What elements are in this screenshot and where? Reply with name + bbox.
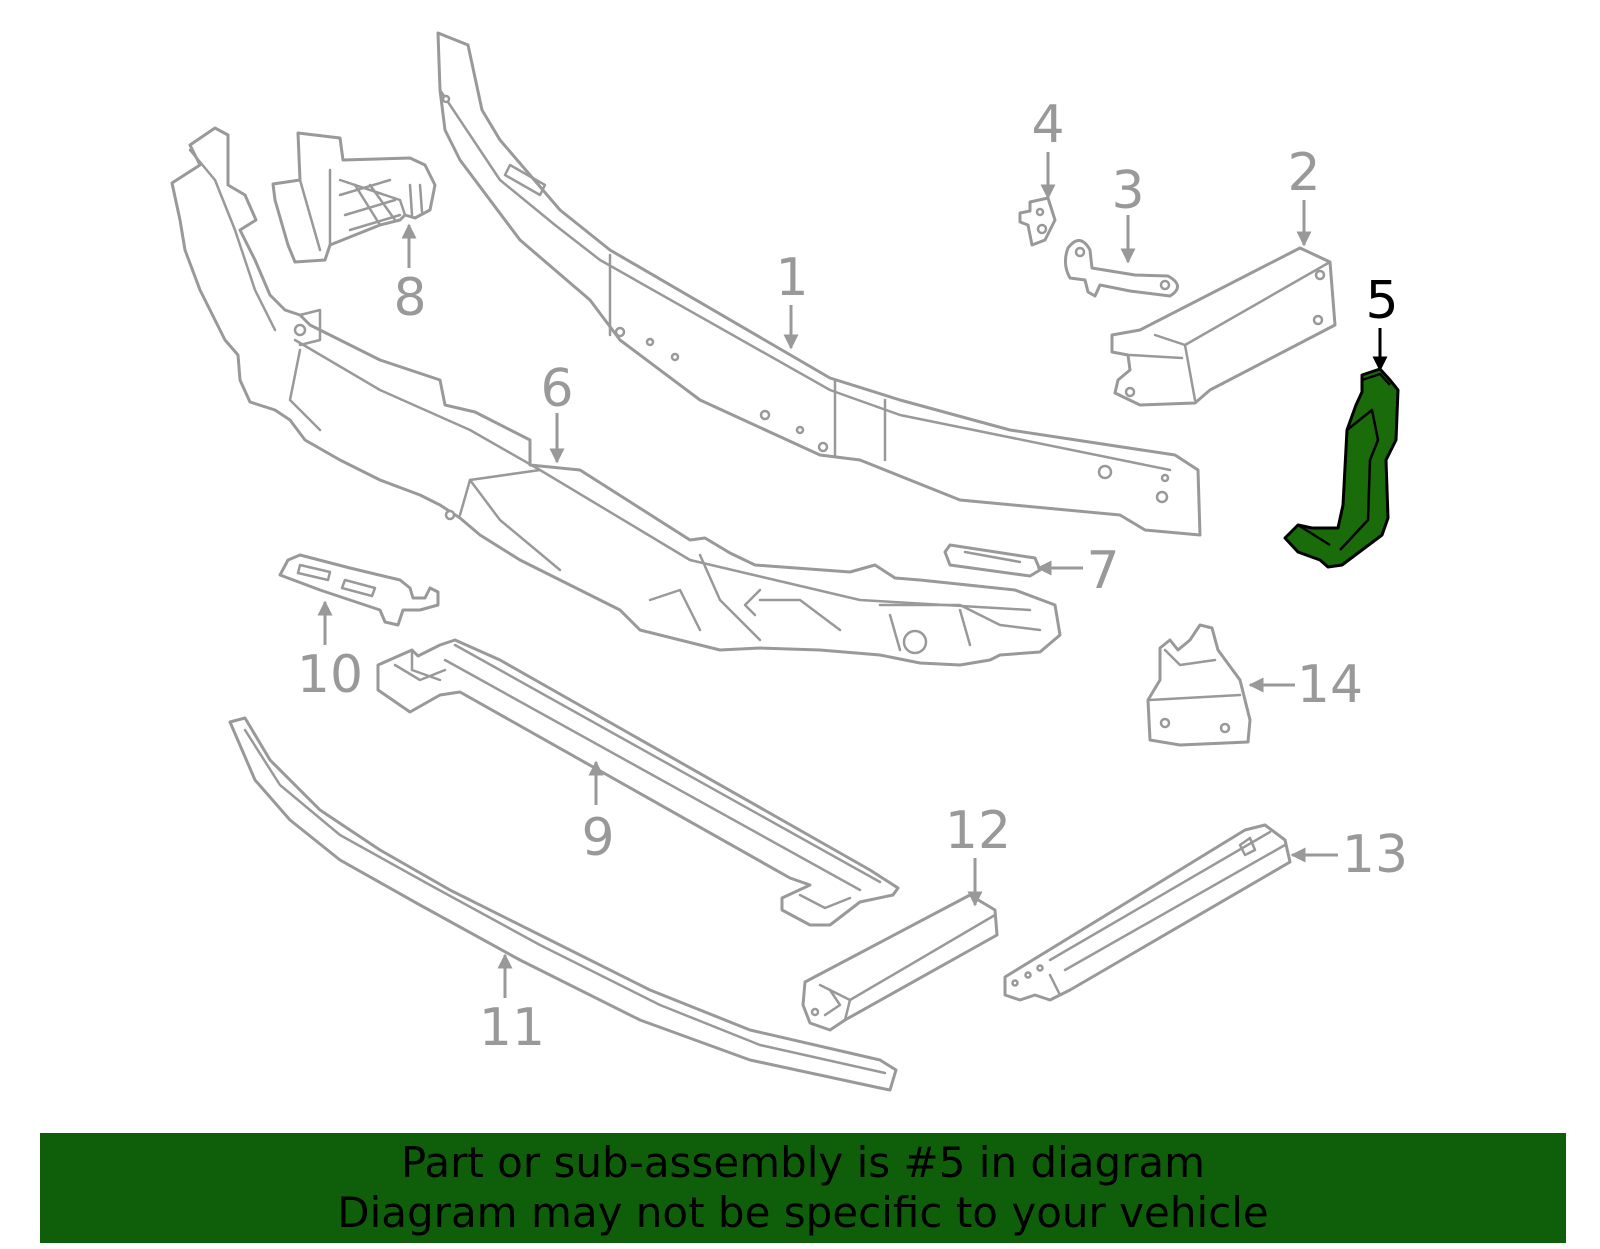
callout-7[interactable]: 7 — [1086, 541, 1119, 601]
callout-4[interactable]: 4 — [1031, 95, 1064, 155]
part-2-right-bracket[interactable] — [1110, 246, 1337, 407]
callout-12[interactable]: 12 — [945, 801, 1011, 861]
part-4-clip[interactable] — [1018, 196, 1057, 247]
callout-14[interactable]: 14 — [1297, 655, 1363, 715]
callout-1[interactable]: 1 — [775, 248, 808, 308]
callout-13[interactable]: 13 — [1342, 825, 1408, 885]
part-11-curved-strip[interactable] — [228, 716, 898, 1092]
part-13-right-member[interactable] — [1003, 823, 1292, 1002]
part-6-bumper-carrier[interactable] — [170, 126, 1062, 667]
callout-3[interactable]: 3 — [1111, 161, 1144, 221]
callout-labels: 1 2 3 4 5 6 7 8 9 10 11 12 13 14 — [297, 95, 1408, 1058]
part-9-cross-member[interactable] — [376, 638, 900, 927]
part-3-plate-bracket[interactable] — [1063, 239, 1179, 298]
banner-line-1: Part or sub-assembly is #5 in diagram — [400, 1138, 1206, 1187]
callout-9[interactable]: 9 — [581, 808, 614, 868]
callout-6[interactable]: 6 — [540, 359, 573, 419]
callout-2[interactable]: 2 — [1287, 143, 1320, 203]
part-7-pad[interactable] — [943, 543, 1042, 578]
banner-line-2: Diagram may not be specific to your vehi… — [337, 1188, 1269, 1237]
part-1-upper-beam[interactable] — [436, 31, 1202, 537]
part-14-right-lower-bracket[interactable] — [1146, 623, 1252, 747]
callout-10[interactable]: 10 — [297, 645, 363, 705]
part-5-highlighted-bracket[interactable] — [1283, 367, 1400, 569]
part-8-upper-left-bracket[interactable] — [271, 131, 437, 264]
part-10-left-bracket[interactable] — [278, 553, 440, 627]
callout-8[interactable]: 8 — [393, 268, 426, 328]
info-banner: Part or sub-assembly is #5 in diagram Di… — [40, 1133, 1566, 1243]
callout-5[interactable]: 5 — [1365, 271, 1398, 331]
callout-11[interactable]: 11 — [479, 998, 545, 1058]
callout-arrows — [317, 152, 1388, 998]
